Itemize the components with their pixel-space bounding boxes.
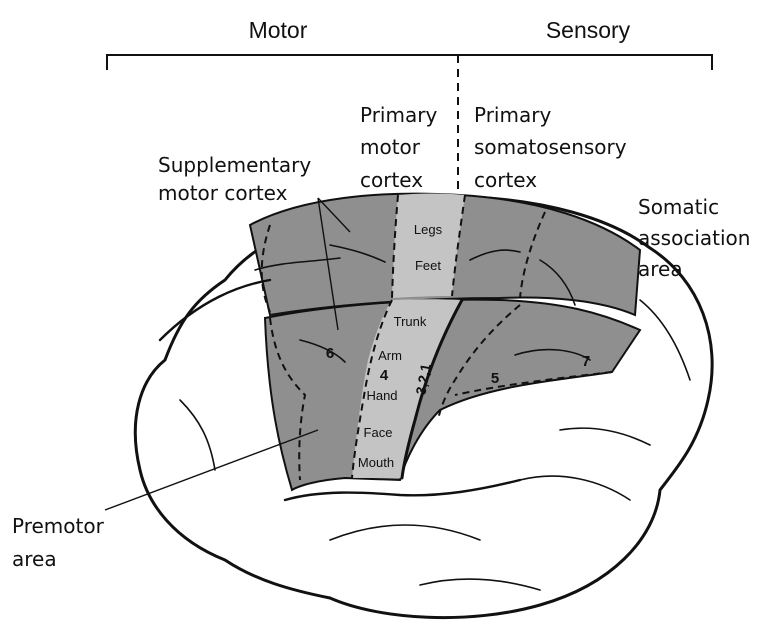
label-supplementary-motor-cortex: Supplementary motor cortex bbox=[158, 153, 318, 205]
label-premotor-area: Premotor area bbox=[12, 514, 110, 571]
region-arm: Arm bbox=[378, 348, 402, 363]
region-mouth: Mouth bbox=[358, 455, 394, 470]
label-somatic-association-area: Somatic association area bbox=[638, 195, 757, 281]
area-7-number: 7 bbox=[582, 353, 590, 370]
area-4-number: 4 bbox=[380, 367, 389, 384]
area-6-number: 6 bbox=[326, 345, 334, 362]
region-trunk: Trunk bbox=[394, 314, 427, 329]
region-legs: Legs bbox=[414, 222, 443, 237]
region-face: Face bbox=[364, 425, 393, 440]
sensory-header: Sensory bbox=[546, 17, 631, 43]
area-5-number: 5 bbox=[491, 370, 499, 387]
label-primary-motor-cortex: Primary motor cortex bbox=[360, 103, 444, 192]
region-hand: Hand bbox=[366, 388, 397, 403]
motor-header: Motor bbox=[249, 17, 308, 43]
region-feet: Feet bbox=[415, 258, 441, 273]
label-primary-somatosensory-cortex: Primary somatosensory cortex bbox=[474, 103, 633, 192]
